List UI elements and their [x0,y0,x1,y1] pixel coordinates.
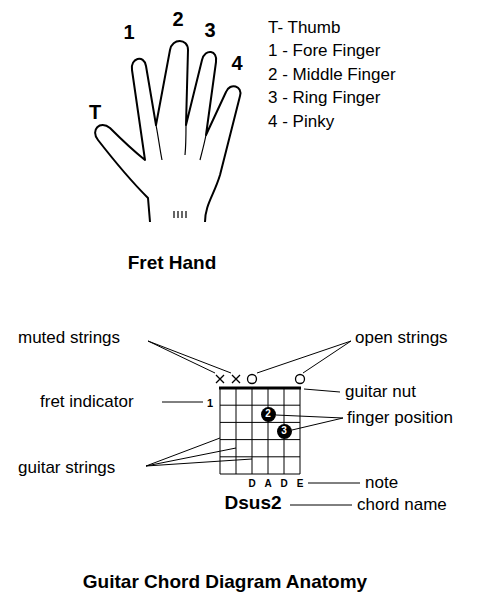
callout-label: fret indicator [40,393,134,412]
finger-number: 2 [172,8,183,30]
key-entry: 1 - Fore Finger [268,42,380,61]
note-name: A [264,478,271,489]
chord-grid [219,388,301,474]
leader-lines [146,341,360,505]
callout-label: finger position [347,409,453,428]
callout-label: open strings [355,329,448,348]
finger-number: 3 [281,426,287,436]
key-entry: 2 - Middle Finger [268,66,396,85]
finger-number: 3 [204,19,215,41]
callout-label: guitar nut [345,383,416,402]
finger-dot: 2 [261,407,276,422]
figure-title: Fret Hand [128,253,217,274]
callout-label: muted strings [18,329,120,348]
string-markers [216,375,305,384]
finger-number: 2 [265,409,271,419]
callout-label: guitar strings [18,459,115,478]
note-name: D [248,478,255,489]
finger-dot: 3 [277,424,292,439]
open-mark [296,375,305,384]
note-name: D [280,478,287,489]
callout-label: chord name [357,496,447,515]
caption: Guitar Chord Diagram Anatomy [83,572,367,593]
note-name: E [297,478,304,489]
finger-number: 1 [123,21,134,43]
finger-number: T [89,101,101,123]
key-entry: 4 - Pinky [268,113,334,132]
key-entry: 3 - Ring Finger [268,89,380,108]
open-mark [248,375,257,384]
muted-mark [232,375,240,383]
muted-mark [216,375,224,383]
callout-label: note [365,474,398,493]
finger-number: 4 [231,52,242,74]
chord-name: Dsus2 [224,493,281,514]
key-entry: T- Thumb [268,19,340,38]
hand-drawing [95,41,240,222]
fret-number: 1 [207,397,213,409]
guitar-nut [219,387,301,390]
